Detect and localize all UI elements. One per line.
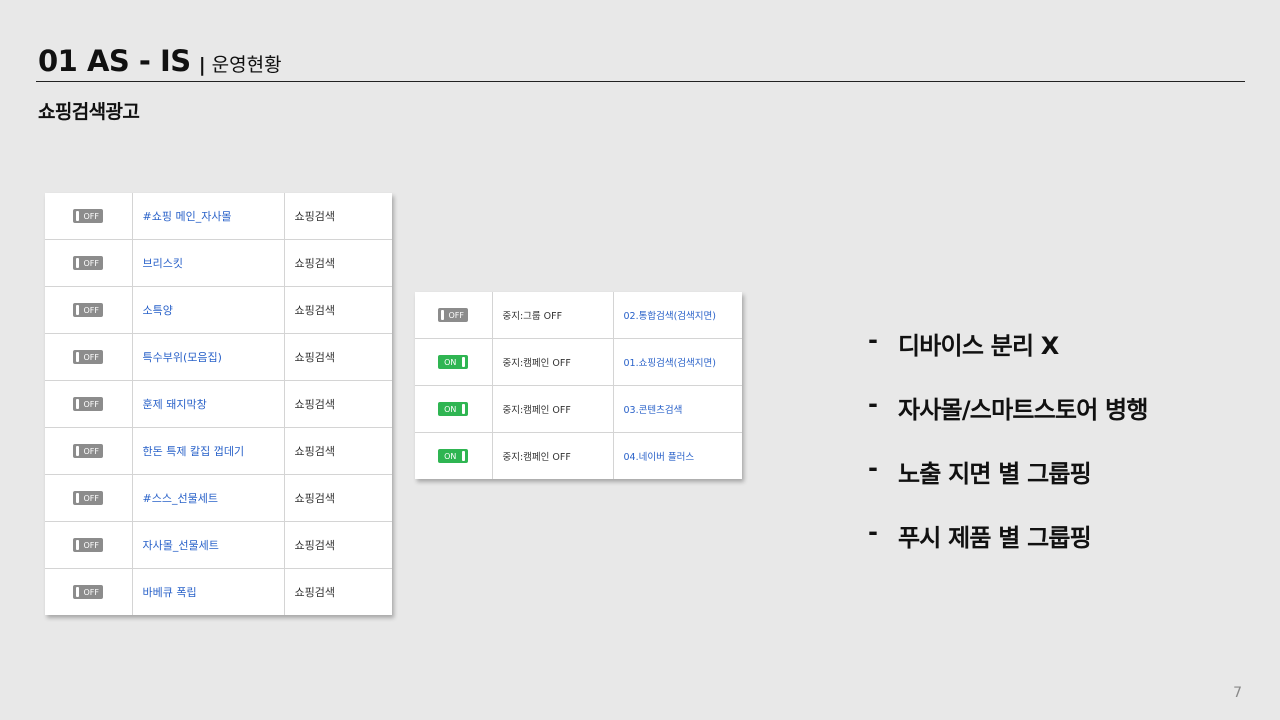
- bullet-item: -푸시 제품 별 그룹핑: [868, 518, 1148, 582]
- ad-group-name-link[interactable]: 자사몰_선물세트: [132, 521, 285, 569]
- table-row: OFF 바베큐 폭립 쇼핑검색: [45, 568, 392, 615]
- ad-group-name-link[interactable]: 브리스킷: [132, 239, 285, 287]
- campaign-name-link[interactable]: 02.통합검색(검색지면): [613, 292, 742, 339]
- ad-type-cell: 쇼핑검색: [284, 474, 392, 522]
- ad-group-name-link[interactable]: 훈제 돼지막창: [132, 380, 285, 428]
- on-off-toggle[interactable]: OFF: [73, 303, 104, 318]
- on-off-toggle[interactable]: OFF: [73, 491, 104, 506]
- table-row: ON 중지:캠페인 OFF 04.네이버 플러스: [415, 432, 742, 479]
- toggle-cell: OFF: [45, 521, 133, 569]
- status-cell: 중지:캠페인 OFF: [492, 432, 614, 479]
- on-off-toggle[interactable]: OFF: [73, 444, 104, 459]
- ad-type-cell: 쇼핑검색: [284, 427, 392, 475]
- ad-group-name-link[interactable]: #스스_선물세트: [132, 474, 285, 522]
- bullet-text: 푸시 제품 별 그룹핑: [898, 524, 1092, 552]
- ad-type-cell: 쇼핑검색: [284, 286, 392, 334]
- toggle-cell: OFF: [45, 286, 133, 334]
- status-cell: 중지:캠페인 OFF: [492, 338, 614, 386]
- section-title: 쇼핑검색광고: [38, 101, 140, 123]
- toggle-cell: OFF: [45, 380, 133, 428]
- on-off-toggle[interactable]: ON: [438, 402, 469, 416]
- bullet-dash: -: [868, 454, 878, 482]
- toggle-cell: ON: [415, 432, 493, 479]
- on-off-toggle[interactable]: OFF: [73, 209, 104, 224]
- table-row: OFF 특수부위(모음집)쇼핑검색: [45, 333, 392, 381]
- toggle-cell: OFF: [45, 474, 133, 522]
- campaign-name-link[interactable]: 03.콘텐츠검색: [613, 385, 742, 433]
- toggle-cell: ON: [415, 338, 493, 386]
- toggle-cell: OFF: [45, 568, 133, 615]
- bullet-item: -디바이스 분리 X: [868, 326, 1148, 390]
- ad-type-cell: 쇼핑검색: [284, 380, 392, 428]
- toggle-cell: ON: [415, 385, 493, 433]
- bullet-dash: -: [868, 390, 878, 418]
- campaign-name-link[interactable]: 01.쇼핑검색(검색지면): [613, 338, 742, 386]
- toggle-cell: OFF: [45, 427, 133, 475]
- page-subtitle: 운영현황: [211, 54, 282, 76]
- on-off-toggle[interactable]: OFF: [73, 397, 104, 412]
- ad-type-cell: 쇼핑검색: [284, 333, 392, 381]
- bullet-text: 자사몰/스마트스토어 병행: [898, 396, 1148, 424]
- ad-group-name-link[interactable]: 특수부위(모음집): [132, 333, 285, 381]
- on-off-toggle[interactable]: OFF: [73, 350, 104, 365]
- bullet-dash: -: [868, 518, 878, 546]
- bullet-text: 노출 지면 별 그룹핑: [898, 460, 1092, 488]
- on-off-toggle[interactable]: ON: [438, 449, 469, 463]
- page-number: 7: [1233, 685, 1242, 701]
- page-title: 01 AS - IS: [38, 44, 191, 78]
- status-cell: 중지:그룹 OFF: [492, 292, 614, 339]
- ad-group-name-link[interactable]: 바베큐 폭립: [132, 568, 285, 615]
- on-off-toggle[interactable]: OFF: [438, 308, 469, 322]
- ad-type-cell: 쇼핑검색: [284, 521, 392, 569]
- bullet-text: 디바이스 분리 X: [898, 332, 1059, 360]
- on-off-toggle[interactable]: ON: [438, 355, 469, 369]
- bullet-item: -노출 지면 별 그룹핑: [868, 454, 1148, 518]
- ad-type-cell: 쇼핑검색: [284, 239, 392, 287]
- toggle-cell: OFF: [45, 333, 133, 381]
- ad-type-cell: 쇼핑검색: [294, 586, 335, 599]
- ad-group-name-link[interactable]: 소특양: [132, 286, 285, 334]
- on-off-toggle[interactable]: OFF: [73, 256, 104, 271]
- toggle-cell: OFF: [415, 292, 493, 339]
- ad-group-name-link[interactable]: 한돈 특제 칼집 껍데기: [132, 427, 285, 475]
- header-divider: [36, 81, 1245, 82]
- ad-type-cell: 쇼핑검색: [284, 193, 392, 240]
- bullet-item: -자사몰/스마트스토어 병행: [868, 390, 1148, 454]
- status-cell: 중지:캠페인 OFF: [492, 385, 614, 433]
- toggle-cell: OFF: [45, 239, 133, 287]
- on-off-toggle[interactable]: OFF: [73, 585, 104, 600]
- summary-bullet-list: -디바이스 분리 X-자사몰/스마트스토어 병행-노출 지면 별 그룹핑-푸시 …: [868, 326, 1148, 582]
- bullet-dash: -: [868, 326, 878, 354]
- title-separator: |: [198, 54, 206, 76]
- toggle-cell: OFF: [45, 193, 133, 240]
- page-header: 01 AS - IS | 운영현황: [38, 44, 282, 78]
- campaign-name-link[interactable]: 04.네이버 플러스: [623, 452, 695, 463]
- on-off-toggle[interactable]: OFF: [73, 538, 104, 553]
- ad-group-name-link[interactable]: #쇼핑 메인_자사몰: [132, 193, 285, 240]
